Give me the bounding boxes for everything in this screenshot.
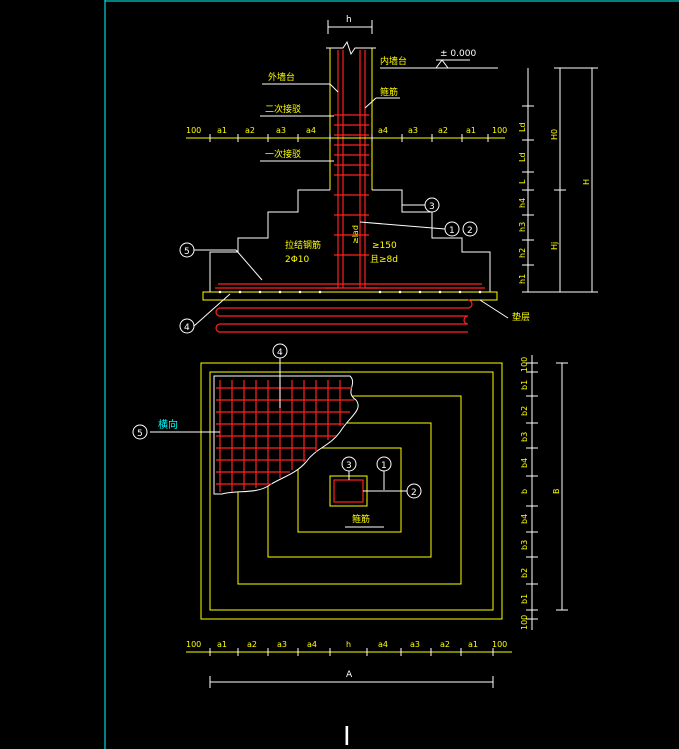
- svg-text:L: L: [518, 179, 527, 184]
- plan-rebar-mesh: [213, 375, 359, 495]
- svg-text:2: 2: [411, 488, 417, 498]
- svg-text:a3: a3: [276, 126, 286, 135]
- svg-text:b4: b4: [520, 458, 529, 468]
- svg-text:h3: h3: [518, 222, 527, 232]
- column-rebars: [325, 50, 378, 289]
- plan-side-dims: 100 b1 b2 b3 b4 b b4 b3 b2 b1 100 B: [520, 355, 568, 630]
- svg-text:h4: h4: [518, 198, 527, 208]
- plan-rect-2: [209, 371, 494, 611]
- svg-text:b: b: [520, 489, 529, 494]
- plan-rect-1: [200, 362, 503, 620]
- svg-text:a1: a1: [217, 640, 227, 649]
- svg-text:100: 100: [492, 640, 507, 649]
- elevation-triangle: [435, 59, 449, 69]
- section-callouts: 3 1 2 5 4: [179, 197, 478, 334]
- svg-text:5: 5: [137, 429, 143, 439]
- bottom-mesh-zigzag: [215, 299, 473, 333]
- bottom-mesh-bars: [215, 283, 485, 289]
- anchor-bar-label: 拉结钢筋: [285, 239, 321, 251]
- column-outline: [329, 48, 373, 190]
- hook-spec-label: 且≥8d: [370, 254, 398, 265]
- section-right-dims: Ld Ld L h4 h3 h2 h1 H0 Hj H: [518, 67, 598, 293]
- svg-text:H0: H0: [550, 129, 559, 140]
- svg-text:1: 1: [381, 461, 387, 471]
- stirrup-label-section: 箍筋: [380, 86, 398, 98]
- svg-text:h: h: [346, 640, 351, 649]
- stirrup-label-plan: 箍筋: [352, 513, 370, 525]
- svg-text:100: 100: [520, 615, 529, 630]
- column-width-label: h: [346, 15, 352, 25]
- inner-pedestal-label: 内墙台: [380, 55, 407, 67]
- svg-text:a1: a1: [466, 126, 476, 135]
- svg-text:b2: b2: [520, 568, 529, 578]
- svg-text:A: A: [346, 670, 353, 680]
- svg-text:Ld: Ld: [518, 152, 527, 162]
- section-dim-row: 100 a1 a2 a3 a4 a4 a3 a2 a1 100: [186, 126, 507, 142]
- svg-text:4: 4: [184, 323, 190, 333]
- outer-pedestal-label: 外墙台: [268, 71, 295, 83]
- svg-text:H: H: [582, 179, 591, 185]
- second-lap-label: 二次接驳: [265, 103, 301, 115]
- svg-text:4: 4: [277, 348, 283, 358]
- hook-length-label: ≥150: [372, 241, 397, 251]
- lad-label: ≥lad: [351, 225, 360, 244]
- stepped-footing-outline: [209, 189, 491, 293]
- cushion-label: 垫层: [512, 311, 530, 323]
- svg-text:a3: a3: [277, 640, 287, 649]
- plan-bottom-dims: 100 a1 a2 a3 a4 h a4 a3 a2 a1 100 A: [186, 640, 512, 688]
- mesh-dots: [218, 290, 482, 294]
- svg-text:3: 3: [429, 202, 435, 212]
- svg-text:a2: a2: [440, 640, 450, 649]
- title-mark: I: [343, 722, 351, 749]
- section-view: h ± 0.000 内墙台 外墙台: [179, 15, 598, 334]
- svg-text:b2: b2: [520, 406, 529, 416]
- elevation-label: ± 0.000: [440, 49, 476, 59]
- svg-text:a2: a2: [247, 640, 257, 649]
- anchor-bar-spec: 2Φ10: [285, 255, 310, 265]
- svg-text:b1: b1: [520, 594, 529, 604]
- svg-text:1: 1: [449, 226, 455, 236]
- svg-text:100: 100: [186, 126, 201, 135]
- svg-text:2: 2: [467, 226, 473, 236]
- svg-text:h2: h2: [518, 248, 527, 258]
- svg-text:a3: a3: [408, 126, 418, 135]
- horizontal-label: 横向: [158, 418, 178, 431]
- svg-text:a1: a1: [217, 126, 227, 135]
- svg-text:100: 100: [520, 357, 529, 372]
- svg-text:Hj: Hj: [550, 242, 559, 250]
- svg-text:B: B: [552, 489, 561, 495]
- svg-text:b4: b4: [520, 514, 529, 524]
- plan-rect-5: [297, 447, 402, 533]
- svg-text:a4: a4: [378, 126, 388, 135]
- svg-text:a1: a1: [468, 640, 478, 649]
- svg-text:Ld: Ld: [518, 122, 527, 132]
- svg-text:100: 100: [186, 640, 201, 649]
- svg-text:a4: a4: [378, 640, 388, 649]
- plan-column-stirrup: [333, 479, 364, 503]
- svg-text:h1: h1: [518, 274, 527, 284]
- svg-text:3: 3: [346, 461, 352, 471]
- svg-text:b3: b3: [520, 432, 529, 442]
- svg-text:a3: a3: [410, 640, 420, 649]
- svg-text:a4: a4: [306, 126, 316, 135]
- column-break-line: [326, 40, 376, 56]
- cushion-layer: [202, 291, 498, 301]
- svg-text:100: 100: [492, 126, 507, 135]
- svg-text:b3: b3: [520, 540, 529, 550]
- svg-text:a2: a2: [438, 126, 448, 135]
- plan-callouts: 4 5 3 1 2: [132, 343, 422, 499]
- plan-view: 横向 箍筋 4 5 3 1 2 100 b1 b2 b3 b4 b b4: [132, 343, 568, 688]
- svg-text:b1: b1: [520, 380, 529, 390]
- plan-rect-4: [267, 422, 432, 558]
- svg-text:a4: a4: [307, 640, 317, 649]
- svg-text:5: 5: [184, 247, 190, 257]
- first-lap-label: 一次接驳: [265, 148, 301, 160]
- svg-text:a2: a2: [245, 126, 255, 135]
